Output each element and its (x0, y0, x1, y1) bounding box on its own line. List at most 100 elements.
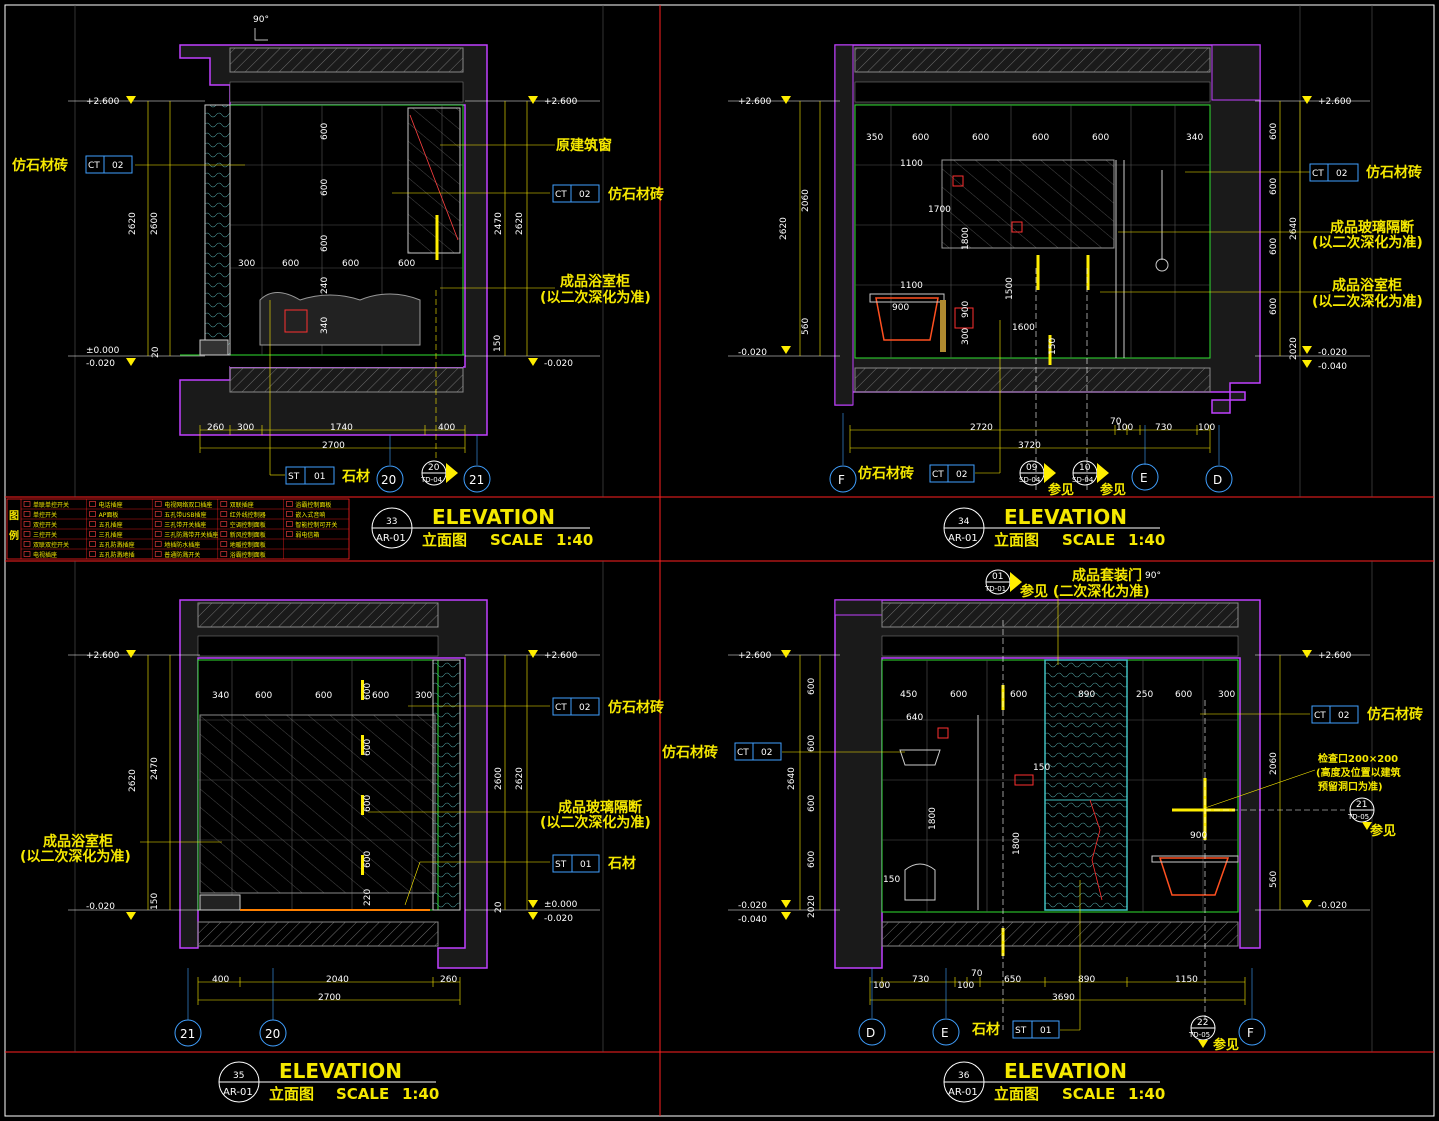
legend-item: 新风控制面板 (230, 531, 266, 539)
dim-inner-v: 600 (363, 683, 373, 700)
legend-item: 普通防溅开关 (164, 551, 200, 559)
legend-item: 单控开关 (33, 511, 57, 519)
window-label: 原建筑窗 (556, 137, 612, 154)
tag-sheet: AR-01 (948, 533, 978, 544)
elevation-sub: 立面图 (994, 1085, 1039, 1103)
dim-right: 2020 (1289, 337, 1299, 360)
dim-right: 2620 (515, 767, 525, 790)
dim-right: 2640 (1289, 217, 1299, 240)
legend-item: AP面板 (99, 511, 119, 519)
dim-bottom: 260 (207, 423, 224, 433)
dim-bottom: 300 (237, 423, 254, 433)
access-note: (高度及位置以建筑 (1316, 766, 1401, 779)
dim-inner: 640 (906, 713, 923, 723)
elevation-33: +2.600 +2.600 ±0.000 -0.020 -0.020 2620 … (12, 15, 664, 493)
legend-symbol-icon (220, 521, 228, 527)
tile-no: 02 (579, 703, 590, 713)
tile-no: 02 (112, 161, 123, 171)
dim-inner: 600 (1010, 690, 1027, 700)
legend-item: 地暖控制面板 (230, 541, 266, 549)
axis-e: E (1140, 471, 1148, 485)
dim-inner: 1600 (1012, 323, 1035, 333)
cabinet-label: 成品浴室柜 (1332, 277, 1402, 294)
axis-20: 20 (265, 1027, 280, 1041)
dim-left: 600 (807, 678, 817, 695)
legend-item: 地插防水插座 (164, 541, 200, 549)
legend-item: 五孔防溅地插 (99, 551, 135, 559)
title-block-33: 33 AR-01 ELEVATION 立面图 SCALE 1:40 (371, 505, 593, 549)
level-ceiling: +2.600 (1318, 97, 1352, 107)
level-minus20: -0.020 (738, 901, 767, 911)
see-label: 参见 (1100, 482, 1126, 498)
dim-inner: 600 (255, 691, 272, 701)
angle-note: 90° (253, 15, 269, 25)
dim-small: 20 (151, 346, 161, 358)
tile-code: CT (1314, 711, 1326, 721)
elevation-sub: 立面图 (994, 531, 1039, 549)
glass-label: 成品玻璃隔断 (558, 799, 642, 816)
sheet-frame (4, 4, 1435, 1117)
tag-num: 36 (958, 1071, 970, 1081)
dim-inner-v: 600 (363, 739, 373, 756)
legend-symbol-icon (154, 511, 162, 517)
axis-e: E (941, 1026, 949, 1040)
tag-sheet: TD-04 (420, 476, 443, 484)
tag-sheet: AR-01 (223, 1087, 253, 1098)
elevation-ratio: 1:40 (1128, 531, 1165, 549)
dim-inner: 1800 (1012, 832, 1022, 855)
tile-label: 仿石材砖 (1367, 706, 1423, 723)
dim-inner: 300 (1218, 690, 1235, 700)
dim-inner-v: 340 (320, 317, 330, 334)
dim-right: 600 (1269, 178, 1279, 195)
dim-left: 2620 (128, 769, 138, 792)
legend-item: 双联双控开关 (33, 541, 69, 549)
dim-bottom: 730 (912, 975, 929, 985)
tag-num: 34 (958, 517, 970, 527)
angle-note: 90° (1145, 571, 1161, 581)
dim-inner-v: 600 (363, 851, 373, 868)
legend-item: 嵌入式音响 (295, 511, 325, 519)
dim-inner: 340 (212, 691, 229, 701)
legend-symbol-icon (220, 511, 228, 517)
stone-no: 01 (314, 472, 325, 482)
dim-left: 560 (801, 318, 811, 335)
legend-item: 电视网络双口插座 (164, 501, 212, 509)
dim-total: 3690 (1052, 993, 1075, 1003)
legend-item: 三孔带开关插座 (164, 521, 206, 529)
dim-inner: 900 (1190, 831, 1207, 841)
elevation-ratio: 1:40 (402, 1085, 439, 1103)
level-ceiling: +2.600 (738, 97, 772, 107)
legend-symbol-icon (23, 521, 31, 527)
glass-note: (以二次深化为准) (540, 814, 651, 831)
dim-inner: 600 (398, 259, 415, 269)
dim-inner: 300 (961, 328, 971, 345)
legend-item: 弱电信箱 (295, 531, 319, 539)
dim-right: 600 (1269, 238, 1279, 255)
dim-right: 560 (1269, 871, 1279, 888)
cabinet-label: 成品浴室柜 (560, 273, 630, 290)
legend-symbol-icon (89, 531, 96, 537)
legend-item: 三孔插座 (99, 531, 123, 539)
level-minus20: -0.020 (86, 902, 115, 912)
elevation-scale: SCALE (336, 1085, 389, 1103)
legend-item: 三控开关 (33, 531, 57, 539)
tag-sheet: TD-01 (984, 585, 1006, 593)
tag-num: 35 (233, 1071, 244, 1081)
legend-item: 智能控制可开关 (295, 521, 337, 529)
legend-symbol-icon (23, 531, 31, 537)
level-minus20: -0.020 (1318, 901, 1347, 911)
stone-label: 石材 (341, 468, 370, 485)
cabinet-note: (以二次深化为准) (20, 848, 131, 865)
dim-inner: 600 (912, 133, 929, 143)
elevation-35: +2.600 +2.600 -0.020 ±0.000 -0.020 2620 … (20, 599, 664, 1047)
dim-bottom: 1740 (330, 423, 353, 433)
title-block-35: 35 AR-01 ELEVATION 立面图 SCALE 1:40 (218, 1059, 439, 1103)
elevation-title: ELEVATION (279, 1059, 402, 1083)
elevation-sub: 立面图 (269, 1085, 314, 1103)
dim-bottom: 260 (440, 975, 457, 985)
elevation-scale: SCALE (490, 531, 543, 549)
dim-left: 2620 (779, 217, 789, 240)
legend-item: 单联单控开关 (33, 501, 69, 509)
dim-right: 2600 (494, 767, 504, 790)
